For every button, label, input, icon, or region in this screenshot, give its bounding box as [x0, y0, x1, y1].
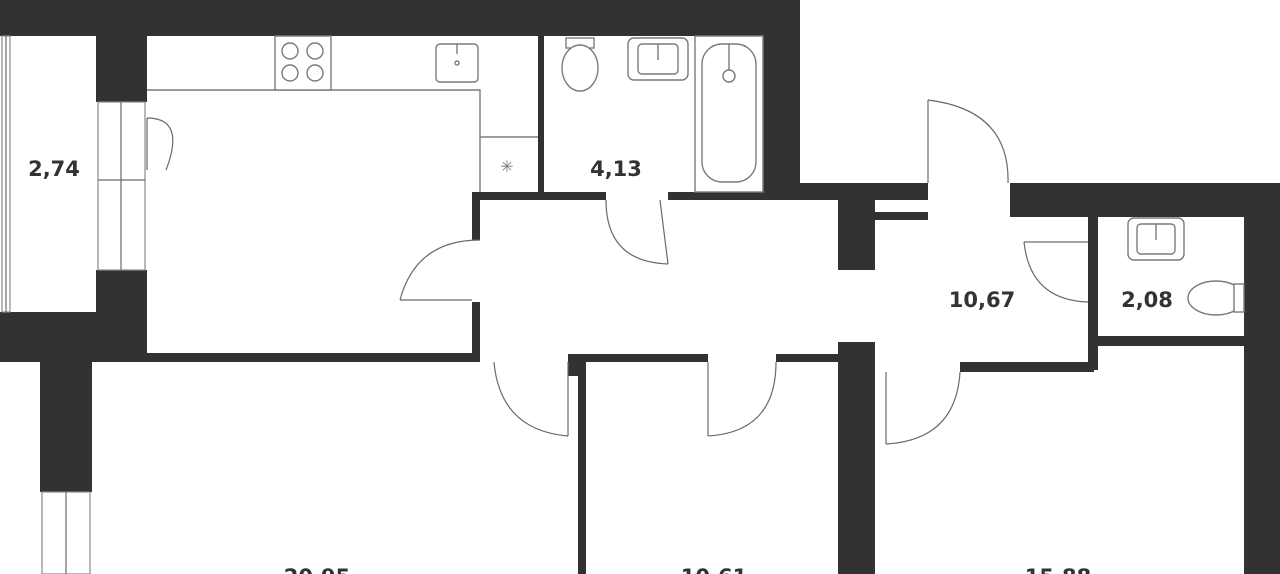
- area-label-hallway: 10,67: [949, 288, 1015, 312]
- area-labels: 2,74 4,13 10,67 2,08 20,95 10,61 15,88: [28, 157, 1173, 574]
- wall-corridor-bottom-b: [776, 354, 838, 362]
- area-label-bathroom: 4,13: [590, 157, 642, 181]
- wc-fixtures: [1127, 217, 1245, 316]
- area-label-toilet: 2,08: [1121, 288, 1173, 312]
- kitchen-counter: [147, 89, 481, 192]
- wall-corridor-top-right: [668, 192, 840, 200]
- kitchen-door: [399, 239, 481, 301]
- bedroom1-door: [707, 361, 777, 437]
- doors: [399, 99, 1089, 445]
- stove-icon: [274, 35, 332, 91]
- area-label-bedroom-1: 10,61: [681, 565, 747, 574]
- toilet-bowl-icon: [561, 44, 599, 92]
- area-label-living-room: 20,95: [284, 565, 350, 574]
- wall-hall-right-a: [875, 212, 928, 220]
- windows: [1, 35, 146, 574]
- wall-toilet-left: [1088, 212, 1098, 370]
- toilet-door: [1023, 241, 1089, 303]
- area-label-balcony: 2,74: [28, 157, 80, 181]
- wall-living-divider: [568, 362, 578, 376]
- bedroom2-door: [885, 371, 961, 445]
- wall-bedroom-divider: [578, 362, 586, 574]
- wall-pillar-upper: [838, 192, 875, 270]
- wall-bath-left: [538, 36, 544, 196]
- wall-balcony-inner-bottom: [96, 270, 147, 315]
- wall-right-upper: [763, 0, 800, 200]
- wall-corridor-bottom-c: [960, 362, 1094, 372]
- bathroom-door: [605, 199, 669, 265]
- wall-toilet-bottom: [1098, 336, 1244, 346]
- area-label-bedroom-2: 15,88: [1025, 565, 1091, 574]
- living-door: [493, 361, 569, 437]
- bathroom-fixtures: [561, 35, 764, 193]
- wall-corridor-bottom-a: [568, 354, 708, 362]
- wall-pillar-lower: [838, 342, 875, 574]
- wall-far-right: [1244, 183, 1280, 574]
- balcony-door-arc: [146, 117, 174, 171]
- wall-kitchen-right-low: [472, 302, 480, 362]
- wall-top: [0, 0, 800, 36]
- wall-kitchen-right: [472, 195, 480, 240]
- entrance-door: [927, 99, 1009, 184]
- wall-left-lower: [40, 362, 92, 492]
- ventilation-icon: ✳: [500, 157, 513, 176]
- wall-balcony-inner-top: [96, 36, 147, 102]
- wall-kitchen-bottom: [92, 353, 480, 362]
- kitchen: ✳: [146, 35, 538, 192]
- wall-step-right: [1010, 183, 1280, 217]
